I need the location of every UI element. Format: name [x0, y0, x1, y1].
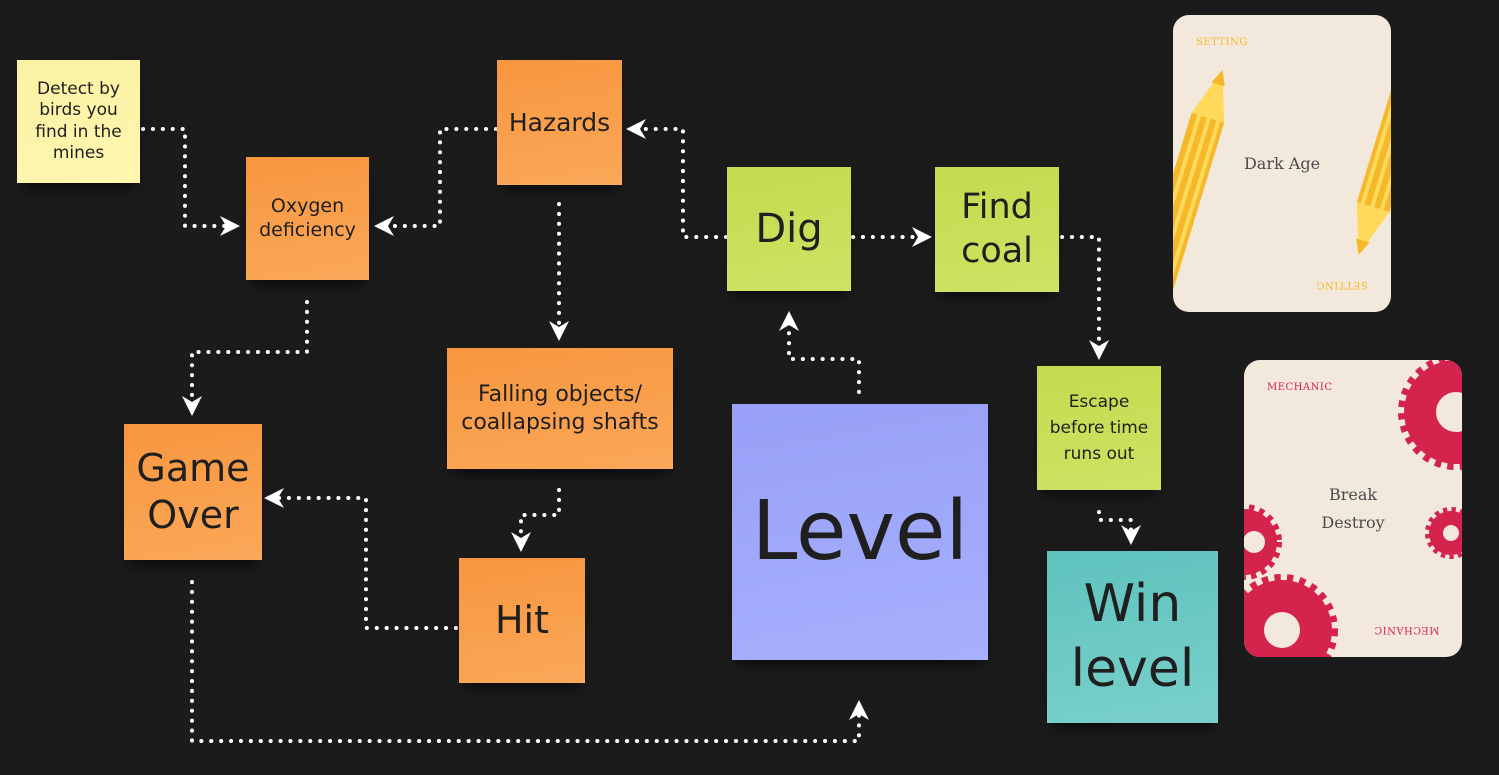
note-hit[interactable]: Hit: [459, 558, 585, 683]
mechanic-card[interactable]: MECHANIC Break Destroy MECHANIC: [1244, 360, 1462, 657]
connector-hit-to-gameover[interactable]: [264, 488, 458, 630]
card-tag-bottom: MECHANIC: [1373, 624, 1439, 635]
connector-dig-to-hazards[interactable]: [626, 119, 728, 239]
connector-findcoal-to-escape[interactable]: [1060, 235, 1109, 360]
connector-falling-to-hit[interactable]: [511, 488, 561, 552]
card-tag-top: SETTING: [1196, 37, 1248, 48]
pencil-icon: [1173, 15, 1391, 312]
gear-icon: [1244, 360, 1462, 657]
note-win-level[interactable]: Win level: [1047, 551, 1218, 723]
note-game-over[interactable]: Game Over: [124, 424, 262, 560]
setting-card[interactable]: SETTING Dark Age SETTING: [1173, 15, 1391, 312]
connector-escape-to-win[interactable]: [1097, 510, 1141, 545]
note-detect-birds[interactable]: Detect by birds you find in the mines: [17, 60, 140, 183]
note-falling-objects[interactable]: Falling objects/ coallapsing shafts: [447, 348, 673, 469]
note-dig[interactable]: Dig: [727, 167, 851, 291]
card-tag-bottom: SETTING: [1316, 279, 1368, 290]
connector-detect-to-oxygen[interactable]: [141, 127, 240, 236]
card-tag-top: MECHANIC: [1267, 382, 1333, 393]
note-oxygen-deficiency[interactable]: Oxygen deficiency: [246, 157, 369, 280]
card-title-line2: Destroy: [1321, 513, 1385, 532]
note-escape[interactable]: Escape before time runs out: [1037, 366, 1161, 490]
note-find-coal[interactable]: Find coal: [935, 167, 1059, 292]
note-hazards[interactable]: Hazards: [497, 60, 622, 185]
connector-oxygen-to-gameover[interactable]: [182, 300, 309, 416]
connector-level-to-dig[interactable]: [779, 311, 861, 394]
connector-hazards-to-oxygen[interactable]: [374, 127, 498, 236]
note-level[interactable]: Level: [732, 404, 988, 660]
card-title-line1: Break: [1328, 485, 1378, 504]
card-title: Dark Age: [1243, 154, 1321, 173]
